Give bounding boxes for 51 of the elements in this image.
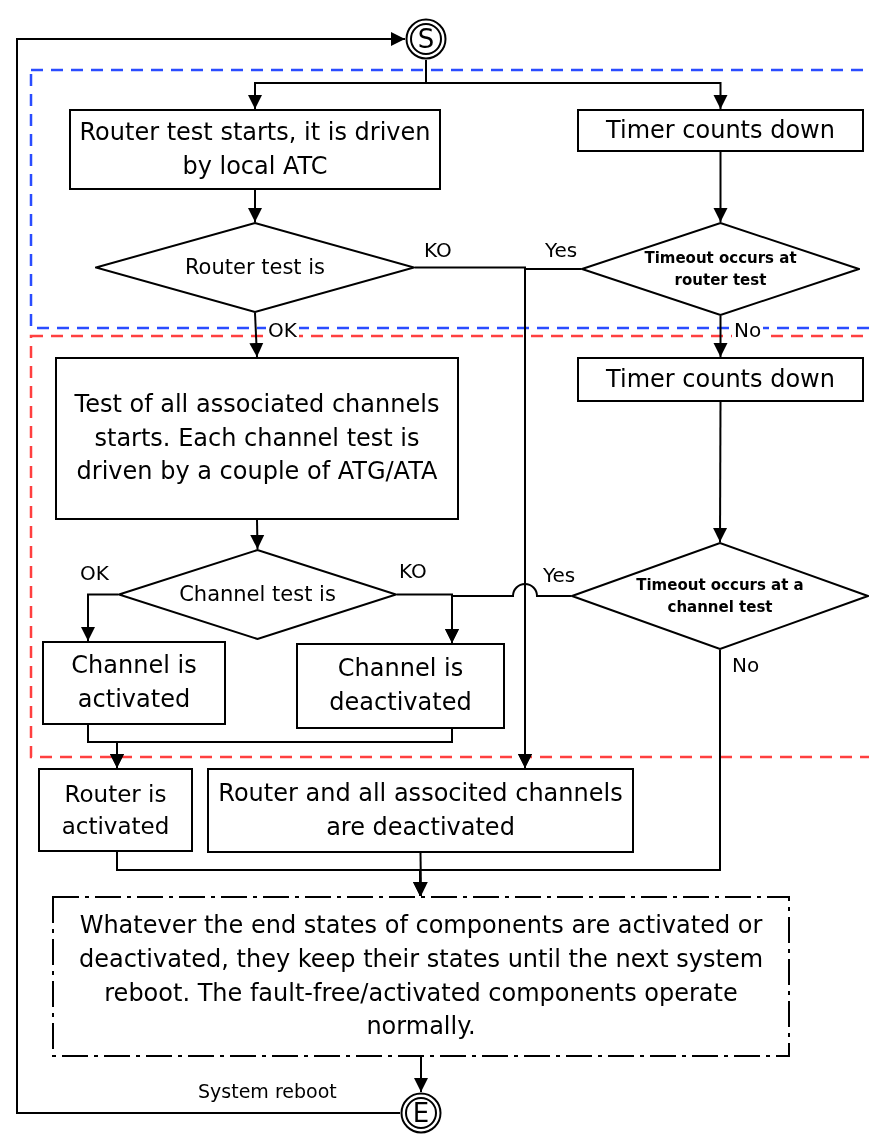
arrow <box>713 315 728 358</box>
edge-label: KO <box>397 561 429 581</box>
arrow <box>713 151 728 223</box>
edge-label: No <box>732 320 764 340</box>
arrow <box>518 268 582 769</box>
edge-label: Yes <box>541 565 578 585</box>
process-box <box>577 357 864 402</box>
edge-label: System reboot <box>196 1082 339 1101</box>
node-text: Router test starts, it is driven by local ATC <box>78 116 432 182</box>
node-text: Timeout occurs at a channel test <box>635 574 805 618</box>
process-box <box>42 641 226 725</box>
edge-label: Yes <box>543 240 580 260</box>
node-text: Channel is deactivated <box>328 653 473 718</box>
node-text: Router is activated <box>60 779 171 841</box>
node-text: Timeout occurs at router test <box>643 247 798 291</box>
node-text: Test of all associated channels starts. Each channel test is driven by a couple of ATG/ATA <box>73 389 441 488</box>
decision-diamond <box>95 222 415 313</box>
node-text: E <box>411 1096 431 1130</box>
node-text: Channel test is <box>178 580 337 608</box>
node-text: S <box>416 22 436 56</box>
arrow <box>250 519 265 550</box>
node-text: Timer counts down <box>605 114 836 146</box>
process-box <box>577 109 864 152</box>
decision-diamond <box>581 222 860 316</box>
arrow <box>16 32 406 1114</box>
arrow <box>110 728 453 769</box>
note-box <box>52 896 790 1057</box>
edge-label: OK <box>78 563 111 583</box>
process-box <box>207 768 634 853</box>
node-text: Timer counts down <box>605 363 836 395</box>
arrow <box>249 312 264 358</box>
arrow <box>81 593 119 642</box>
terminal-circle <box>405 18 447 60</box>
node-text: Channel is activated <box>70 650 198 715</box>
arrow <box>414 1056 428 1093</box>
decision-diamond <box>118 549 397 640</box>
process-box <box>69 109 441 190</box>
edge-label: KO <box>422 240 454 260</box>
process-box <box>55 357 459 520</box>
arrow <box>713 401 728 543</box>
edge-label: No <box>730 655 762 675</box>
node-text: Router test is <box>183 253 327 281</box>
arrow <box>425 59 728 110</box>
arrow <box>445 583 572 644</box>
process-box <box>296 643 505 729</box>
process-box <box>38 768 193 852</box>
node-text: Router and all associted channels are deactivated <box>217 777 624 843</box>
terminal-circle <box>400 1092 442 1134</box>
arrow <box>248 189 262 223</box>
edge-label: OK <box>266 320 299 340</box>
node-text: Whatever the end states of components are activated or deactivated, they keep their states until the next system reboot. The fault-free/activated components operate normally. <box>77 910 765 1043</box>
